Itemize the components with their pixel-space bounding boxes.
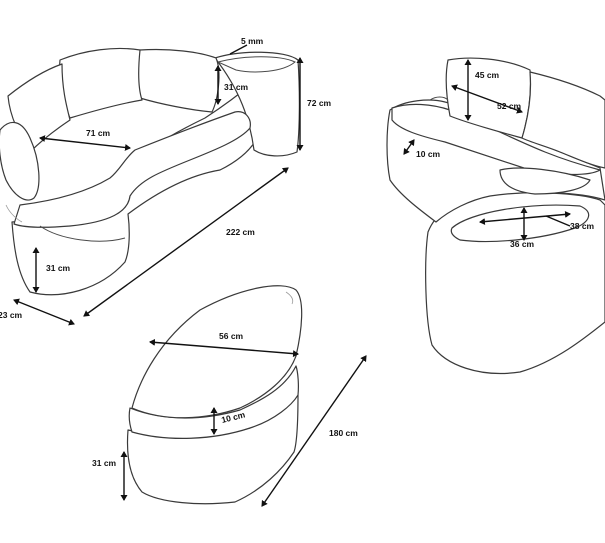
label-ottoman-width: 56 cm [219, 331, 244, 341]
dim-line-cushion-width [451, 84, 523, 114]
label-length: 222 cm [226, 227, 255, 237]
label-back-depth: 31 cm [224, 82, 249, 92]
label-ottoman-height: 31 cm [92, 458, 117, 468]
right-sofa-back-cushion-3 [499, 167, 591, 195]
label-base-height: 31 cm [46, 263, 71, 273]
label-total-height: 72 cm [307, 98, 332, 108]
label-table-width: 36 cm [510, 239, 535, 249]
left-sofa-back-cushion-1 [136, 48, 220, 113]
right-sofa: 45 cm 52 cm 10 cm 38 cm 36 cm [386, 57, 605, 375]
label-seat-width: 71 cm [86, 128, 111, 138]
dim-line-seat-width [39, 135, 131, 151]
left-sofa: 5 mm 31 cm 71 cm 72 cm 222 cm 31 cm 23 c… [0, 36, 332, 326]
dim-line-table-width [479, 210, 571, 226]
left-sofa-back-cushion-2 [58, 47, 143, 119]
dim-line-ottoman-width [149, 338, 299, 358]
label-cushion-width: 52 cm [497, 101, 522, 111]
dim-line-end-width [13, 298, 75, 326]
label-end-width: 23 cm [0, 310, 23, 320]
dim-line-5mm [229, 44, 248, 55]
ottoman: 56 cm 10 cm 180 cm 31 cm [92, 285, 367, 507]
label-5mm: 5 mm [241, 36, 264, 46]
label-ottoman-length: 180 cm [329, 428, 358, 438]
right-sofa-back-cushion-2 [521, 71, 605, 169]
label-cushion-height: 45 cm [475, 70, 500, 80]
left-sofa-bolster [0, 121, 40, 201]
dim-line-seat-thickness [403, 139, 415, 155]
dim-line-length [83, 167, 289, 317]
label-seat-thickness: 10 cm [416, 149, 441, 159]
dim-line-ottoman-length [261, 355, 367, 507]
label-table-depth: 38 cm [570, 221, 595, 231]
